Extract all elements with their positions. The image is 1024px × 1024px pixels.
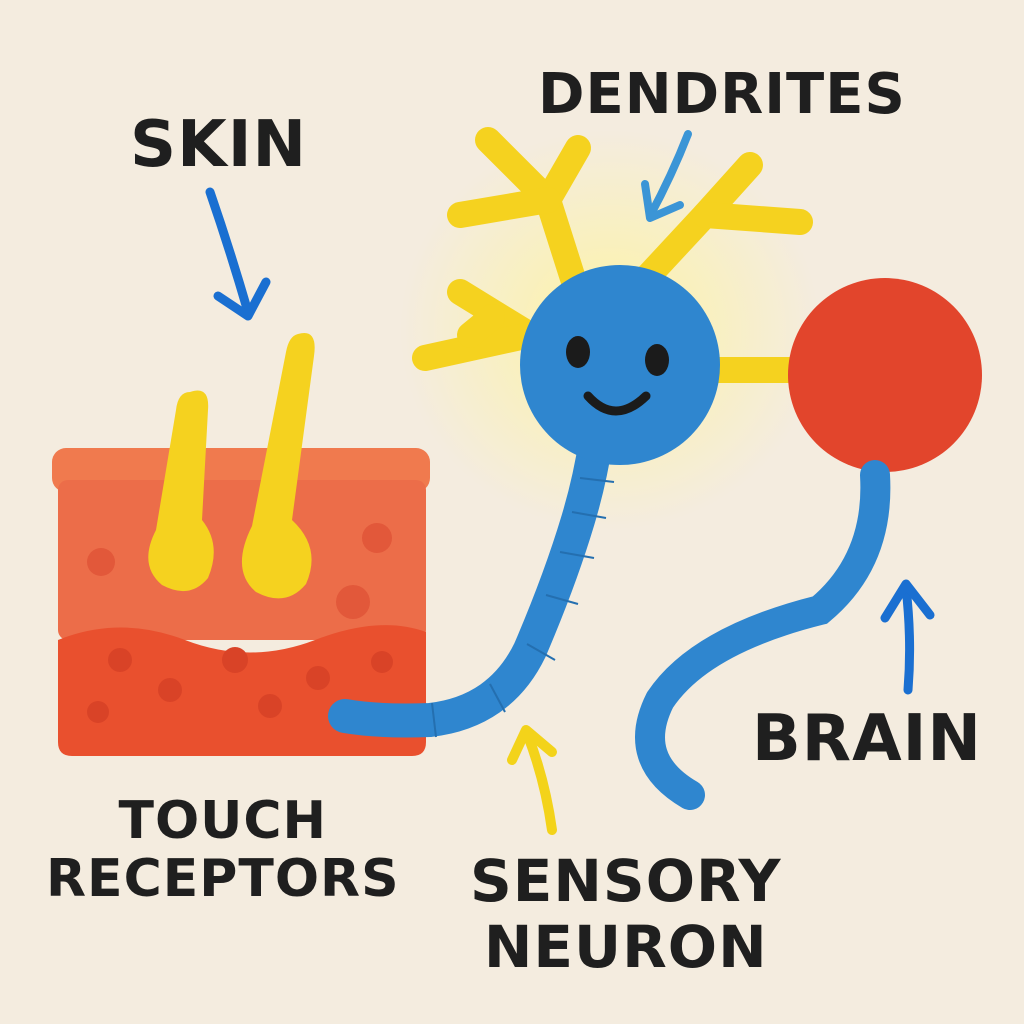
smiley-face-icon <box>566 336 669 416</box>
receptor-dot <box>87 548 115 576</box>
receptor-dot <box>306 666 330 690</box>
brain-ball <box>788 278 982 472</box>
skin-hairs <box>148 332 315 599</box>
label-sensory-line1: SENSORY <box>470 847 782 915</box>
axon <box>328 423 613 738</box>
hair-right <box>241 332 315 599</box>
skin-bottom-layer <box>58 625 426 756</box>
label-dendrites: DENDRITES <box>538 62 906 127</box>
label-touch-receptors: TOUCH RECEPTORS <box>46 792 400 908</box>
skin-arrow-icon <box>205 187 271 321</box>
receptor-dot <box>371 651 393 673</box>
dendrites <box>412 127 813 383</box>
label-sensory-neuron: SENSORY NEURON <box>470 848 782 980</box>
receptor-dot <box>158 678 182 702</box>
label-skin: SKIN <box>130 108 308 182</box>
label-touch-line1: TOUCH <box>118 791 328 851</box>
label-touch-line2: RECEPTORS <box>46 849 400 909</box>
dendrites-arrow-icon <box>641 130 692 222</box>
axon-segments <box>431 477 615 738</box>
receptor-dot <box>336 585 370 619</box>
brain-nerve <box>635 460 891 810</box>
receptor-dot <box>362 523 392 553</box>
receptor-dot <box>258 694 282 718</box>
receptor-dot <box>87 701 109 723</box>
neuron-cell-body <box>520 265 720 465</box>
label-sensory-line2: NEURON <box>483 913 768 981</box>
hair-left <box>148 390 214 592</box>
receptor-dot <box>222 647 248 673</box>
sensory-neuron-arrow-icon <box>507 725 557 835</box>
receptor-dot <box>108 648 132 672</box>
label-brain: BRAIN <box>752 702 982 776</box>
brain-arrow-icon <box>880 579 935 695</box>
